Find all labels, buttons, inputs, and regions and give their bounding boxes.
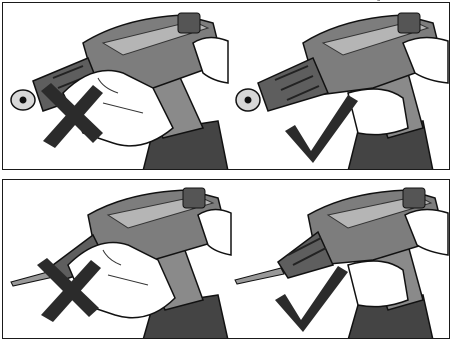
drill-right-bottom — [235, 188, 448, 339]
check-mark-icon — [285, 95, 358, 163]
panel-bottom-illustration — [3, 180, 450, 339]
panel-top-illustration — [3, 3, 450, 170]
drill-right-top — [236, 13, 448, 170]
panel-top — [2, 2, 450, 170]
drill-left-top — [11, 13, 228, 170]
panel-bottom — [2, 179, 450, 339]
drill-left-bottom — [11, 188, 231, 339]
